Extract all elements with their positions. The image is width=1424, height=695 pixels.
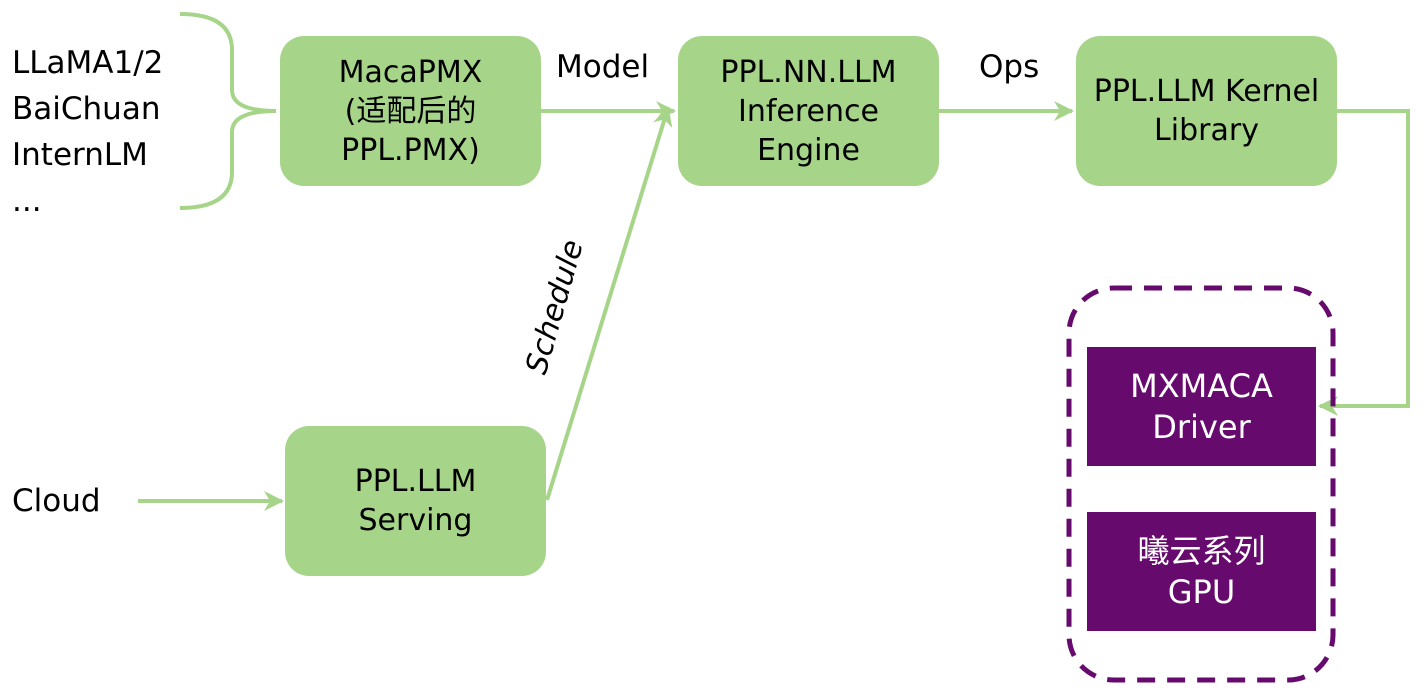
- hardware-group: [1066, 285, 1336, 683]
- model-source: ...: [12, 183, 42, 219]
- node-text: Inference: [738, 93, 879, 129]
- node-text: GPU: [1167, 572, 1236, 611]
- node-text: PPL.PMX): [341, 132, 480, 168]
- node-text: PPL.NN.LLM: [720, 54, 897, 90]
- node-text: PPL.LLM Kernel: [1093, 74, 1320, 109]
- node-text: MacaPMX: [338, 54, 483, 90]
- edge-schedule: [545, 106, 673, 501]
- node-text: 曦云系列: [1137, 531, 1266, 570]
- node-text: Driver: [1152, 407, 1251, 446]
- model-source: InternLM: [12, 137, 148, 173]
- node-inference-engine: PPL.NN.LLM Inference Engine: [678, 36, 939, 186]
- edge-label-model: Model: [556, 49, 650, 85]
- model-source: LLaMA1/2: [12, 45, 164, 81]
- node-text: Library: [1154, 113, 1259, 148]
- models-brace: [179, 12, 277, 210]
- node-text: PPL.LLM: [354, 464, 477, 499]
- model-source: BaiChuan: [12, 91, 161, 127]
- node-text: Serving: [358, 503, 473, 538]
- model-source-list: LLaMA1/2 BaiChuan InternLM ...: [12, 40, 163, 224]
- node-text: MXMACA: [1130, 366, 1273, 405]
- node-macapmx: MacaPMX (适配后的 PPL.PMX): [280, 36, 541, 186]
- node-text: Engine: [757, 132, 860, 168]
- cloud-label: Cloud: [12, 483, 101, 519]
- node-text: (适配后的: [344, 93, 477, 129]
- node-kernel-library: PPL.LLM Kernel Library: [1076, 36, 1337, 186]
- node-gpu: 曦云系列 GPU: [1087, 512, 1316, 631]
- edge-label-ops: Ops: [979, 49, 1040, 85]
- edge-kernel-to-driver: [1318, 109, 1410, 416]
- node-serving: PPL.LLM Serving: [285, 426, 546, 576]
- node-driver: MXMACA Driver: [1087, 347, 1316, 466]
